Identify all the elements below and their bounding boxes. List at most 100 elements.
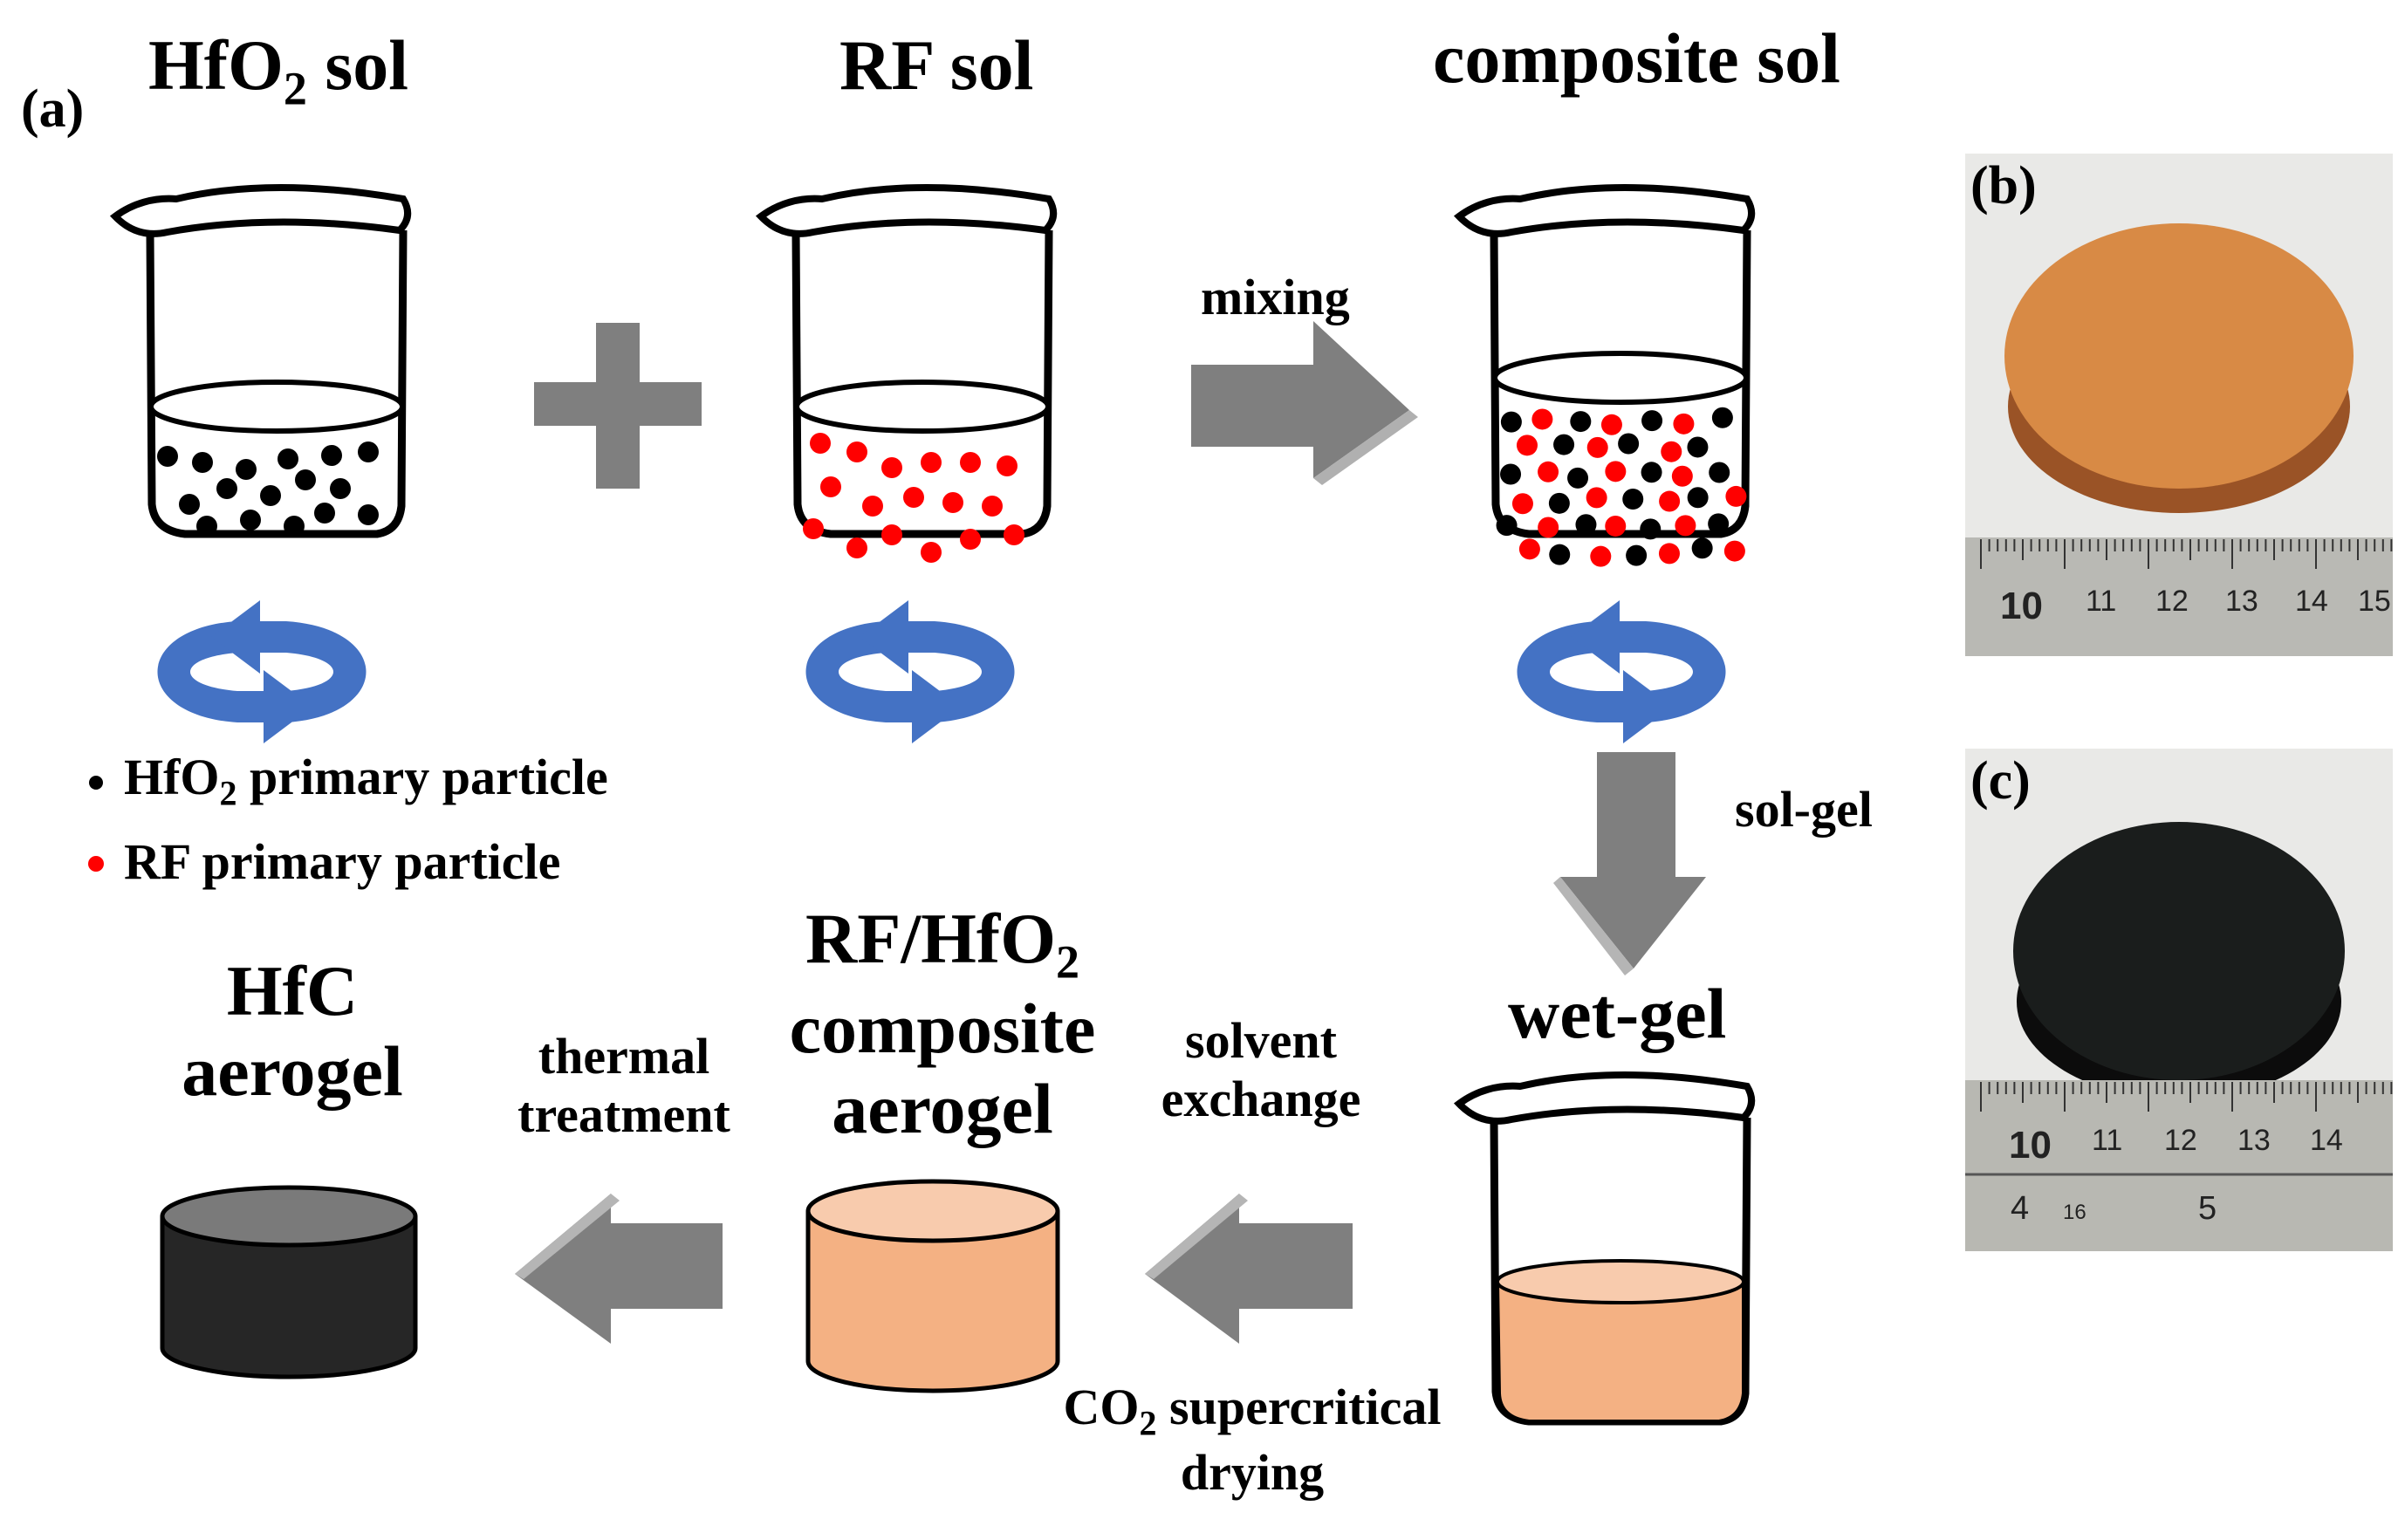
particle xyxy=(1511,493,1533,515)
particle xyxy=(881,457,902,478)
liquid-surface xyxy=(148,380,405,434)
beaker-hfo2-sol xyxy=(115,188,408,537)
panel-a-label: (a) xyxy=(21,79,85,139)
particle xyxy=(1500,411,1522,433)
liquid-surface xyxy=(794,380,1051,434)
particle xyxy=(1687,436,1709,458)
rfhfo2-aerogel-cylinder xyxy=(805,1179,1060,1393)
particle xyxy=(321,445,342,466)
particle xyxy=(1711,407,1733,428)
step-co2-supercritical-drying: CO2 supercritical drying xyxy=(1063,1379,1442,1501)
particle xyxy=(921,542,942,563)
particle xyxy=(1641,462,1662,483)
particle xyxy=(236,459,257,480)
particle xyxy=(192,452,213,473)
particle xyxy=(846,537,867,558)
particle xyxy=(1548,492,1570,514)
particle xyxy=(1004,524,1024,545)
particle xyxy=(295,469,316,490)
particle xyxy=(1538,461,1559,483)
particle xyxy=(314,503,335,524)
particle xyxy=(240,510,261,530)
arrow-sol-gel xyxy=(1553,752,1706,975)
particle xyxy=(358,441,379,462)
particle xyxy=(1626,544,1648,566)
particle xyxy=(1605,461,1627,483)
particle xyxy=(1687,487,1709,509)
particle xyxy=(1538,517,1559,538)
particle xyxy=(942,492,963,513)
particle xyxy=(1553,434,1575,455)
particle xyxy=(1673,413,1695,435)
particle xyxy=(1709,462,1730,483)
photo-b-rfhfo2-aerogel: (b) 10 11 12 13 14 15 xyxy=(1965,154,2393,656)
particle xyxy=(1659,490,1681,512)
legend-hfo2-label: HfO2 primary particle xyxy=(124,749,608,813)
beaker-rf-sol xyxy=(761,188,1053,563)
title-hfo2-sol: HfO2 sol xyxy=(148,25,409,115)
particle xyxy=(1661,441,1682,462)
hfc-aerogel-cylinder xyxy=(160,1185,418,1379)
particle xyxy=(820,476,841,497)
panel-b-label: (b) xyxy=(1970,156,2037,216)
particle xyxy=(278,448,298,469)
particle xyxy=(810,433,831,454)
arrow-thermal-treatment xyxy=(515,1194,723,1344)
particle xyxy=(960,452,981,473)
particle xyxy=(1605,515,1627,537)
legend-rf-label: RF primary particle xyxy=(124,833,561,890)
sample-top xyxy=(2004,223,2354,489)
mixed-particles xyxy=(1496,407,1747,567)
particle xyxy=(1586,487,1607,509)
plus-icon xyxy=(534,323,702,489)
particle xyxy=(1531,408,1553,430)
particle xyxy=(1691,537,1713,559)
panel-c-label: (c) xyxy=(1970,751,2031,811)
particle xyxy=(1622,489,1644,510)
particle xyxy=(1549,544,1571,565)
particle xyxy=(1675,515,1696,537)
particle xyxy=(1600,414,1622,435)
legend-rf-dot xyxy=(88,856,104,872)
title-wet-gel: wet-gel xyxy=(1508,974,1727,1053)
step-mixing: mixing xyxy=(1201,269,1350,325)
particle xyxy=(1500,463,1522,485)
beaker-wet-gel xyxy=(1459,1075,1751,1421)
particle xyxy=(960,529,981,550)
particle xyxy=(881,524,902,545)
ruler xyxy=(1965,537,2393,656)
particle xyxy=(982,496,1003,517)
step-sol-gel: sol-gel xyxy=(1735,781,1873,838)
particle xyxy=(1570,411,1592,433)
particle xyxy=(216,478,237,499)
arrow-mixing xyxy=(1191,321,1418,485)
particle xyxy=(1618,433,1640,455)
gel-surface xyxy=(1496,1259,1745,1304)
particle xyxy=(1671,465,1693,487)
ruler xyxy=(1965,1080,2393,1251)
hfo2-particles xyxy=(157,441,379,537)
particle xyxy=(1725,485,1747,507)
beaker-composite-sol xyxy=(1459,188,1751,567)
arrow-solvent-exchange xyxy=(1145,1194,1353,1344)
particle xyxy=(1518,538,1540,560)
stir-rotation-icon xyxy=(157,600,367,743)
particle xyxy=(1641,410,1663,432)
particle xyxy=(1640,518,1662,540)
title-rf-sol: RF sol xyxy=(839,25,1034,105)
particle xyxy=(1575,514,1597,536)
particle xyxy=(1567,467,1589,489)
particle xyxy=(1586,436,1608,458)
particle xyxy=(1496,515,1518,537)
stir-rotation-icon xyxy=(805,600,1015,743)
title-rfhfo2-composite-aerogel: RF/HfO2 composite aerogel xyxy=(789,899,1096,1148)
rf-particles xyxy=(803,433,1024,563)
particle xyxy=(1708,513,1730,535)
particle xyxy=(157,446,178,467)
particle xyxy=(997,455,1018,476)
particle xyxy=(921,452,942,473)
